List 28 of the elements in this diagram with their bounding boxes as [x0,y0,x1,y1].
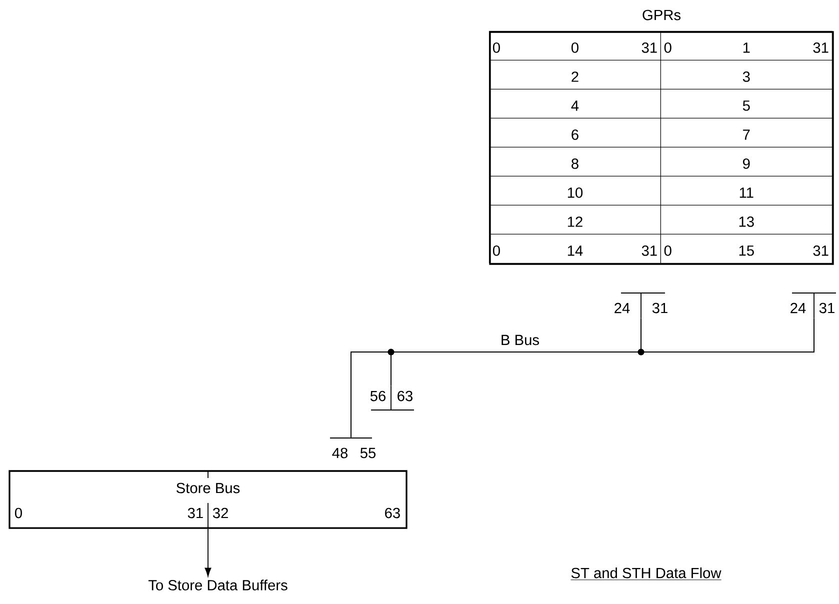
caption: ST and STH Data Flow [570,567,722,580]
store-bus-box: Store Bus 0 31 32 63 [8,470,408,529]
register-cell: 2 [489,60,661,90]
register-cell: 0 1 31 [660,30,832,60]
register-cell: 7 [660,118,832,148]
register-cell: 12 [489,204,661,234]
bit-range-tap: 48 55 [330,438,376,458]
edge-label: B Bus [502,334,539,346]
register-cell: 10 [489,176,661,206]
register-cell: 6 [489,118,661,148]
register-cell: 11 [660,176,832,206]
register-cell: 0 15 31 [660,234,832,264]
register-cell: 4 [489,88,661,118]
table-title: GPRs [642,10,680,20]
register-cell: 3 [660,60,832,90]
register-cell: 5 [660,88,832,118]
arrow [204,528,212,577]
bus-line [390,318,814,386]
register-cell: 13 [660,204,832,234]
register-cell: 8 [489,146,661,176]
bit-range-tap: 56 63 [370,386,414,410]
target-text: To Store Data Buffers [148,580,288,590]
bit-range-tap: 24 31 [614,292,668,318]
register-cell: 0 14 31 [489,234,661,264]
register-cell: 0 0 31 [489,30,661,60]
register-table [489,31,834,265]
bit-range-tap: 24 31 [790,292,836,318]
register-cell: 9 [660,146,832,176]
